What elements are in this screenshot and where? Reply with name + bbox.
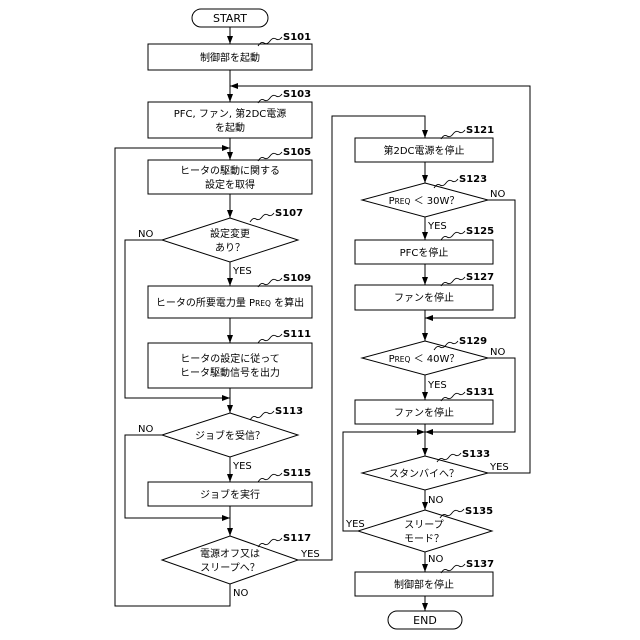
decision-text-part: ＜ 30W？ [410, 196, 459, 207]
branch-yes-label: YES [232, 266, 252, 277]
step-text: 制御部を起動 [200, 51, 260, 64]
step-text-line: 設定を取得 [205, 178, 255, 191]
step-text: ファンを停止 [394, 406, 454, 419]
step-id-label: S109 [283, 273, 311, 284]
branch-yes-label: YES [345, 519, 365, 530]
decision-text: PREQ ＜ 30W？ [389, 196, 460, 207]
step-id-label: S117 [283, 533, 311, 544]
step-text: ジョブを実行 [200, 488, 260, 501]
preq-small-caps: REQ [395, 355, 411, 364]
step-id-label: S113 [275, 406, 303, 417]
step-text-line: を起動 [215, 121, 245, 134]
decision-text-line: 設定変更 [210, 227, 250, 240]
decision-s107: 設定変更 あり？ S107 NO YES [138, 208, 303, 277]
end-terminal: END [388, 611, 462, 629]
step-label-leader [250, 411, 274, 420]
start-terminal: START [192, 9, 268, 27]
decision-text: ジョブを受信？ [195, 429, 265, 442]
step-text-part: ヒータの所要電力量 P [156, 296, 255, 309]
step-id-label: S105 [283, 147, 311, 158]
decision-text-line: モード？ [404, 534, 444, 545]
step-id-label: S111 [283, 329, 311, 340]
step-text: ヒータの所要電力量 PREQ を算出 [156, 296, 304, 309]
decision-diamond [162, 536, 298, 584]
decision-text-line: スリープ [404, 519, 443, 531]
decision-text: スタンバイへ？ [389, 468, 459, 480]
decision-s117: 電源オフ又は スリープへ？ S117 YES NO [162, 533, 320, 599]
decision-text: PREQ ＜ 40W？ [389, 354, 460, 365]
branch-no-label: NO [138, 424, 153, 435]
step-id-label: S101 [283, 32, 311, 43]
branch-yes-label: YES [232, 461, 252, 472]
preq-small-caps: REQ [255, 299, 271, 308]
decision-s135: スリープ モード？ S135 YES NO [345, 506, 493, 565]
step-text-line: PFC, ファン, 第2DC電源 [174, 107, 287, 120]
step-text: 第2DC電源を停止 [383, 144, 464, 157]
step-label-leader [258, 538, 282, 547]
step-id-label: S129 [459, 336, 487, 347]
branch-no-label: NO [233, 588, 248, 599]
step-text-part: を算出 [271, 296, 304, 309]
step-label-leader [250, 213, 274, 222]
step-text-line: ヒータ駆動信号を出力 [180, 366, 280, 379]
step-id-label: S131 [466, 387, 494, 398]
start-label: START [213, 12, 247, 25]
decision-text-part: ＜ 40W？ [410, 354, 459, 365]
end-label: END [413, 614, 437, 627]
step-id-label: S115 [283, 468, 311, 479]
step-id-label: S133 [462, 449, 490, 460]
step-id-label: S135 [465, 506, 493, 517]
arrow-s117-yes-to-s121 [298, 116, 425, 560]
decision-s129: PREQ ＜ 40W？ S129 NO YES [362, 336, 505, 391]
decision-text-line: あり？ [215, 242, 245, 254]
step-id-label: S123 [459, 174, 487, 185]
branch-yes-label: YES [427, 221, 447, 232]
step-text-line: ヒータの設定に従って [180, 352, 280, 365]
step-label-leader [258, 334, 282, 343]
process-box [148, 343, 312, 388]
branch-no-label: NO [428, 495, 443, 506]
step-label-leader [441, 231, 465, 240]
decision-s123: PREQ ＜ 30W？ S123 NO YES [362, 174, 505, 232]
step-id-label: S107 [275, 208, 303, 219]
branch-no-label: NO [490, 189, 505, 200]
branch-yes-label: YES [427, 380, 447, 391]
step-text: ファンを停止 [394, 291, 454, 304]
decision-s113: ジョブを受信？ S113 NO YES [138, 406, 303, 472]
step-text-line: ヒータの駆動に関する [180, 164, 280, 177]
step-id-label: S125 [466, 226, 494, 237]
decision-text-line: スリープへ？ [200, 562, 259, 574]
step-label-leader [258, 473, 282, 482]
step-text: 制御部を停止 [394, 578, 454, 591]
step-id-label: S137 [466, 559, 494, 570]
branch-no-label: NO [490, 347, 505, 358]
decision-text-line: 電源オフ又は [200, 547, 260, 560]
step-text: PFCを停止 [400, 246, 449, 259]
step-id-label: S121 [466, 125, 494, 136]
branch-no-label: NO [138, 229, 153, 240]
decision-s133: スタンバイへ？ S133 YES NO [362, 449, 509, 506]
branch-yes-label: YES [489, 462, 509, 473]
step-id-label: S103 [283, 89, 311, 100]
preq-small-caps: REQ [395, 197, 411, 206]
branch-no-label: NO [428, 554, 443, 565]
step-id-label: S127 [466, 272, 494, 283]
branch-yes-label: YES [300, 549, 320, 560]
decision-diamond [162, 218, 298, 262]
